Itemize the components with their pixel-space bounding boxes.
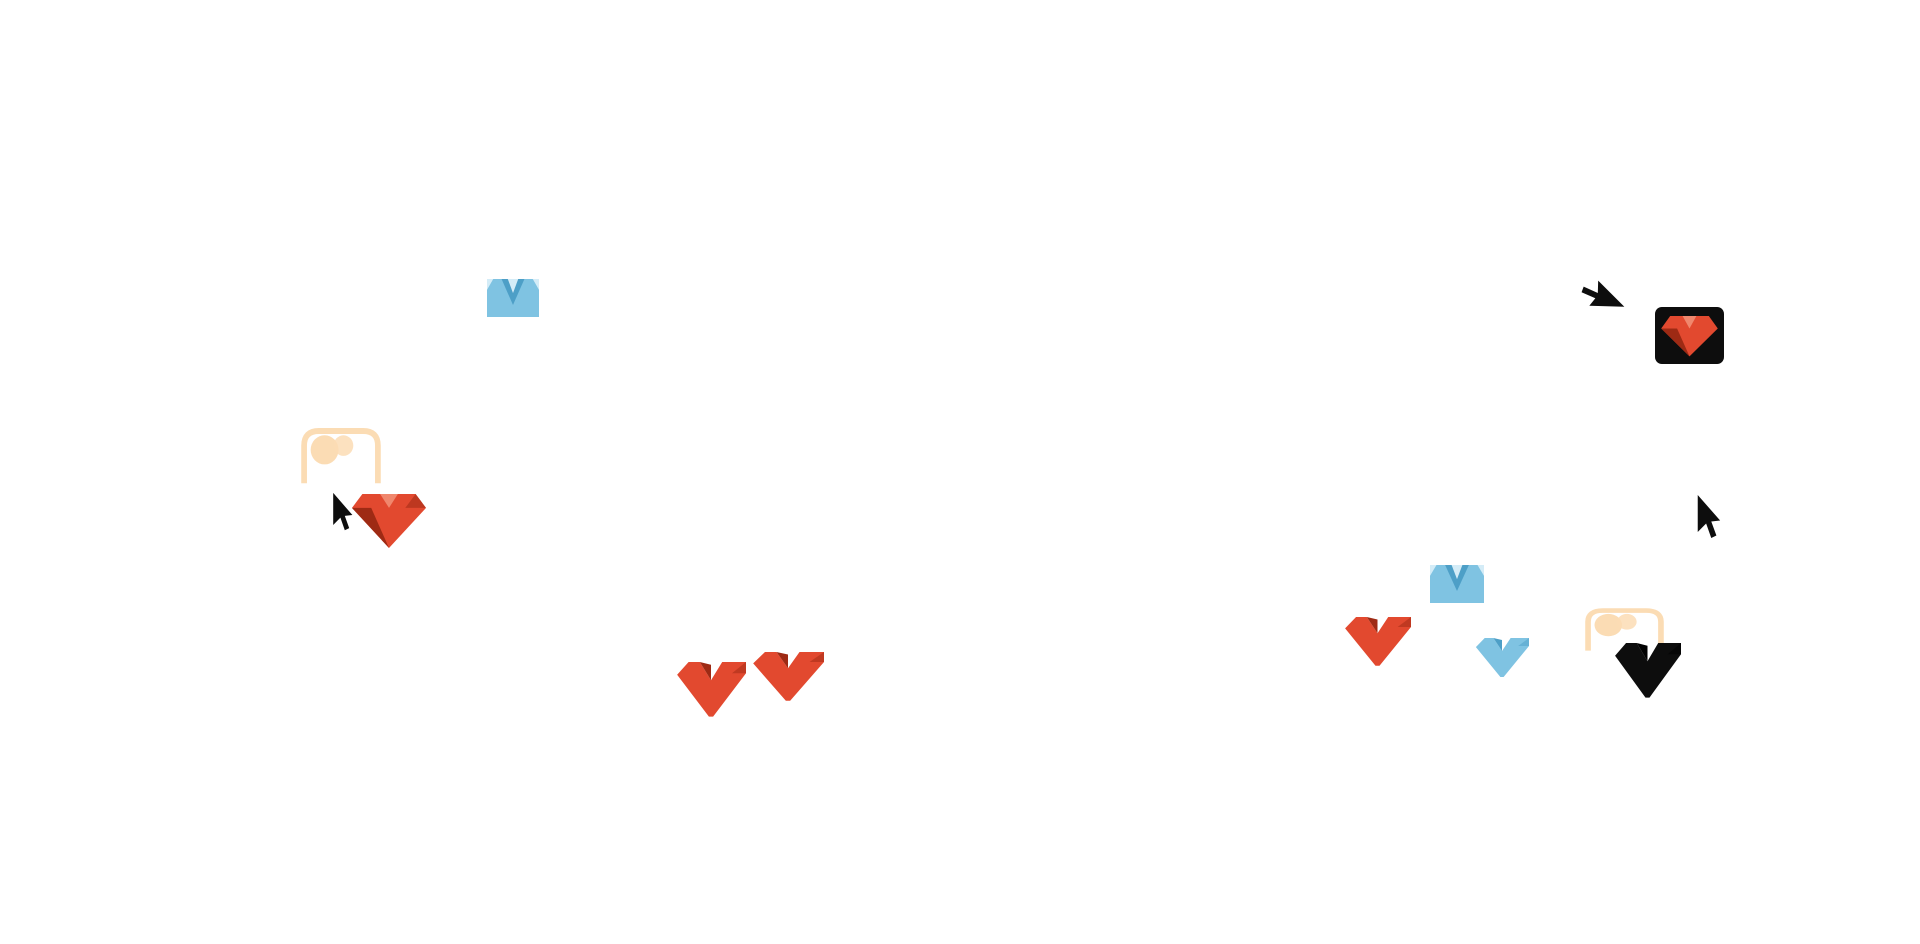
black-gem-sprite[interactable] [1614, 643, 1681, 699]
cursor-arrow-icon [1694, 494, 1722, 540]
blue-gem-sprite[interactable] [1430, 565, 1484, 603]
red-gem-sprite[interactable] [752, 652, 824, 702]
blue-gem-sprite[interactable] [487, 279, 539, 317]
red-gem-sprite[interactable] [1655, 307, 1724, 364]
peach-gem-sprite[interactable] [1584, 606, 1665, 652]
cursor-arrow-icon [330, 492, 354, 532]
cursor-arrow-icon [1574, 272, 1628, 326]
peach-gem-sprite[interactable] [300, 425, 382, 485]
blue-gem-sprite[interactable] [1475, 638, 1529, 678]
red-gem-sprite[interactable] [676, 662, 746, 718]
red-gem-sprite[interactable] [352, 494, 426, 548]
red-gem-sprite[interactable] [1344, 617, 1411, 667]
